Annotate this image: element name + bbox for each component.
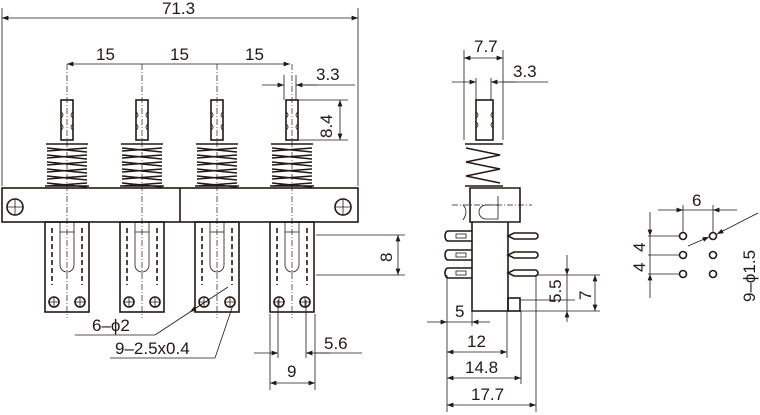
pcb-hole [678,269,688,279]
dim-plunger-height: 8.4 [317,114,336,138]
plunger [210,99,224,141]
terminal-block [44,221,90,313]
dim-pitch-2: 15 [170,45,189,64]
dim-pitch-3: 15 [245,45,264,64]
right-pin [506,251,539,259]
terminal-slots [201,228,233,285]
pin-slot [455,252,467,258]
dim-cap-depth: 14.8 [465,358,498,377]
dim-side-plunger-width: 3.3 [513,62,537,81]
dim-overall-width: 71.3 [162,0,195,18]
slider-slot [284,222,300,273]
side-dimensions: 7.7 3.3 5.5 7 5 12 14.8 17.7 [427,37,600,412]
dim-terminal-height: 8 [377,253,396,262]
spring [120,143,164,188]
front-view [1,64,359,318]
side-view [444,99,539,312]
left-pin [444,267,472,279]
hole-cross [7,199,23,215]
pcb-hole [708,269,718,279]
dim-pin-offset: 5 [455,302,464,321]
plunger-groove [210,111,224,131]
label-pcb-holes: 9–ϕ1.5 [740,250,759,302]
dim-row-pitch-2: 4 [630,263,649,272]
pin-cross [49,297,59,307]
pin-cross [199,297,209,307]
pin-cross [75,297,85,307]
spring [195,143,239,188]
dim-pin-height: 5.5 [546,279,565,303]
pcb-hole [708,250,718,260]
front-dimensions: 71.3 15 15 15 3.3 8.4 8 6–ϕ2 9–2.5x0.4 5… [1,0,405,390]
pcb-hole [708,231,718,241]
dim-spring-width: 7.7 [474,37,498,56]
spring [270,143,314,188]
dim-row-pitch-1: 4 [630,243,649,252]
terminal-block [194,221,240,313]
plunger-groove [135,111,149,131]
pin-slot [455,233,467,239]
plunger-groove [285,111,299,131]
slider-slot [134,222,150,273]
pin-cross [150,297,160,307]
right-pin [506,232,539,240]
label-mount-holes: 6–ϕ2 [92,316,130,335]
plunger-groove [60,111,74,131]
left-pin [444,249,472,261]
slider-slot [59,222,75,273]
pcb-hole [678,250,688,260]
dim-overall-depth: 17.7 [471,385,504,404]
slider-slot [209,222,225,273]
terminal-slots [51,228,83,285]
hole-cross [335,199,351,215]
dim-pitch-1: 15 [96,45,115,64]
spring [45,143,89,188]
pin-cross [300,297,310,307]
plunger [135,99,149,141]
pin-slot [455,270,467,276]
terminal-slots [276,228,308,285]
dim-cap-height: 7 [576,291,595,300]
dim-block-width: 9 [287,362,296,381]
pin-cross [274,297,284,307]
pcb-layout [678,231,718,279]
right-pin [506,269,539,277]
terminal-block [269,221,315,313]
dim-column-pitch: 6 [692,191,701,210]
terminal-slots [126,228,158,285]
pin-cross [225,297,235,307]
pcb-hole [678,231,688,241]
terminal-block [119,221,165,313]
dim-hole-offset: 5.6 [324,334,348,353]
dim-body-depth: 12 [467,332,486,351]
dim-plunger-width: 3.3 [316,65,340,84]
plunger [285,99,299,141]
pcb-dimensions: 6 4 4 9–ϕ1.5 [630,191,759,302]
left-pin [444,230,472,242]
pin-cross [124,297,134,307]
plunger [60,99,74,141]
label-slots: 9–2.5x0.4 [115,339,190,358]
